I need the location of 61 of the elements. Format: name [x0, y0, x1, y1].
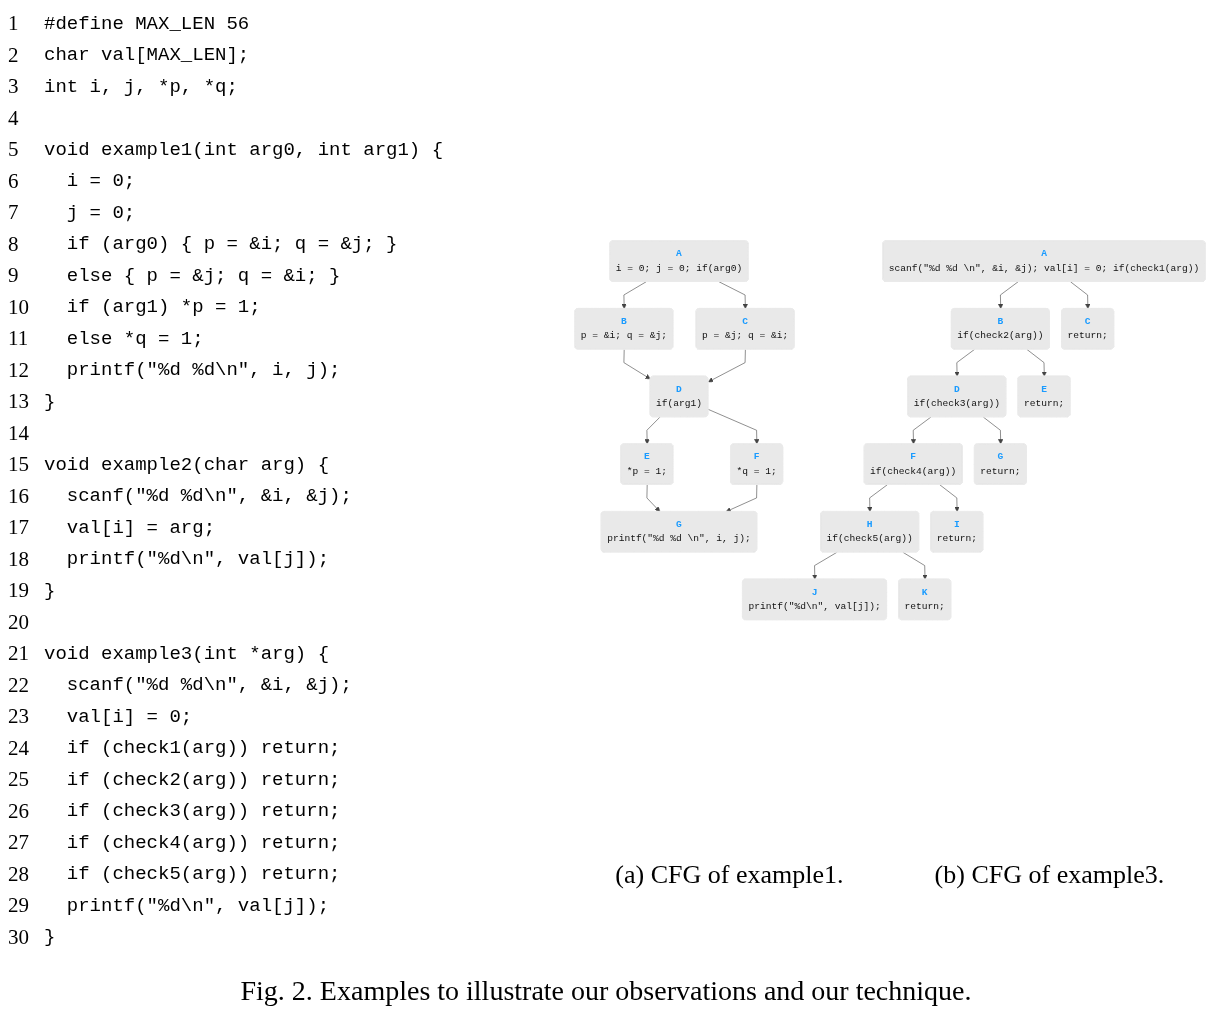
- code-line: if (arg0) { p = &i; q = &j; }: [65, 233, 398, 256]
- code-line: }: [44, 390, 56, 413]
- line-number: 14: [8, 420, 30, 446]
- line-number: 17: [8, 515, 30, 541]
- code-line: j = 0;: [65, 201, 136, 224]
- code-line: else { p = &j; q = &i; }: [65, 264, 341, 287]
- code-line: if (check1(arg)) return;: [65, 737, 341, 760]
- code-line: i = 0;: [65, 170, 136, 193]
- line-number: 10: [8, 294, 30, 320]
- line-number: 18: [8, 546, 30, 572]
- code-line: void example3(int *arg) {: [44, 642, 330, 665]
- line-number: 30: [8, 924, 30, 950]
- line-number: 2: [8, 42, 20, 68]
- line-number: 27: [8, 830, 30, 856]
- line-number: 20: [8, 609, 30, 635]
- line-number: 23: [8, 704, 30, 730]
- code-line: }: [44, 579, 56, 602]
- subfigure-caption: (b) CFG of example3.: [934, 860, 1165, 890]
- line-number: 29: [8, 893, 30, 919]
- subfigure-caption: (a) CFG of example1.: [615, 860, 844, 890]
- line-number: 7: [8, 200, 20, 226]
- code-line: val[i] = 0;: [65, 705, 193, 728]
- line-number: 1: [8, 11, 20, 37]
- line-number: 15: [8, 452, 30, 478]
- code-line: if (check5(arg)) return;: [65, 863, 341, 886]
- code-line: scanf("%d %d\n", &i, &j);: [65, 674, 352, 697]
- code-line: char val[MAX_LEN];: [44, 44, 250, 67]
- code-line: int i, j, *p, *q;: [44, 75, 238, 98]
- code-line: void example2(char arg) {: [44, 453, 330, 476]
- line-number: 11: [8, 326, 30, 352]
- line-number: 5: [8, 137, 20, 163]
- code-line: printf("%d %d\n", i, j);: [65, 359, 341, 382]
- code-line: else *q = 1;: [65, 327, 204, 350]
- line-number: 8: [8, 231, 20, 257]
- code-line: if (arg1) *p = 1;: [65, 296, 261, 319]
- line-number: 19: [8, 578, 30, 604]
- line-number: 4: [8, 105, 20, 131]
- figure-caption: Fig. 2. Examples to illustrate our observations and our technique.: [239, 975, 973, 1007]
- line-number: 21: [8, 641, 30, 667]
- line-number: 16: [8, 483, 30, 509]
- code-line: }: [44, 926, 56, 949]
- code-line: if (check3(arg)) return;: [65, 800, 341, 823]
- code-line: if (check4(arg)) return;: [65, 831, 341, 854]
- code-line: #define MAX_LEN 56: [44, 12, 250, 35]
- code-line: scanf("%d %d\n", &i, &j);: [65, 485, 352, 508]
- code-line: printf("%d\n", val[j]);: [65, 894, 330, 917]
- code-line: if (check2(arg)) return;: [65, 768, 341, 791]
- line-number: 9: [8, 263, 20, 289]
- line-number: 28: [8, 861, 30, 887]
- code-line: val[i] = arg;: [65, 516, 216, 539]
- code-line: printf("%d\n", val[j]);: [65, 548, 330, 571]
- line-number: 12: [8, 357, 30, 383]
- line-number: 26: [8, 798, 30, 824]
- line-number: 25: [8, 767, 30, 793]
- code-line: void example1(int arg0, int arg1) {: [44, 138, 444, 161]
- line-number: 13: [8, 389, 30, 415]
- line-number: 22: [8, 672, 30, 698]
- line-number: 6: [8, 168, 20, 194]
- control-flow-graph: A i = 0; j = 0; if(arg0) B p = &i; q = &j; C p = &j; q = &i; D if(arg1) E *p = 1; F *q = 1; G printf("%d %d \n", i, j); A scanf("%d %d \n", &i, &j); val[i] = 0; if(check1(arg)) B if(check2(arg)) C return; D if(check3(arg)) E return; F if(check4(arg)) G return; H if(check5(arg)) I return; J printf("%d\n", val[j]); K return;: [569, 235, 1210, 625]
- line-number: 3: [8, 74, 20, 100]
- line-number: 24: [8, 735, 30, 761]
